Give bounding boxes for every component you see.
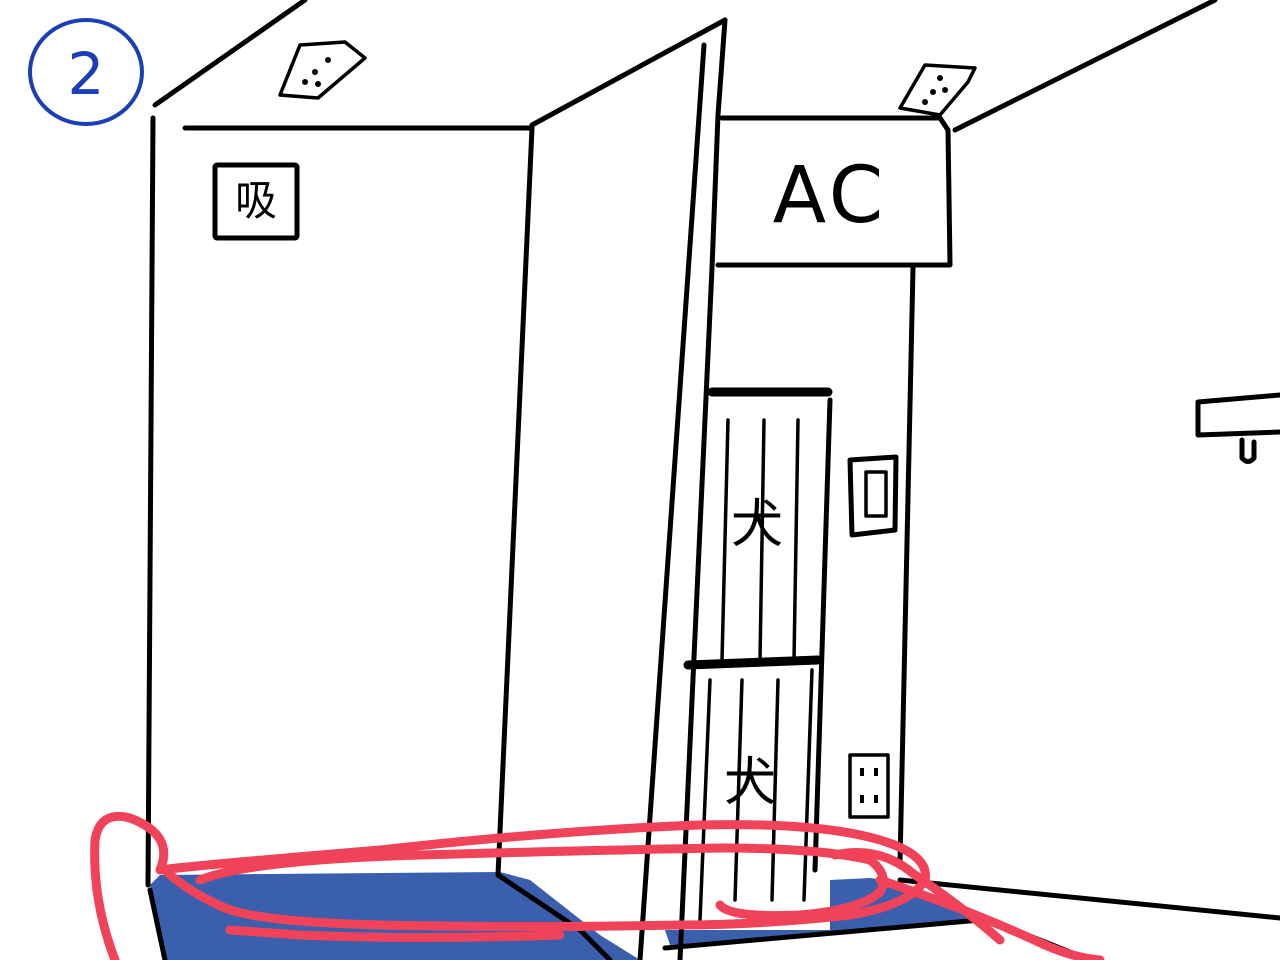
wall-switch-icon: [847, 454, 899, 538]
left-edge: [145, 115, 156, 888]
cabinet-slat: [720, 418, 730, 662]
step-badge-label: 2: [68, 40, 105, 108]
intake-panel-label: 吸: [235, 176, 277, 225]
ceiling-vent-icon: [898, 63, 977, 117]
highlight-left-tail: [225, 925, 565, 942]
cabinet-slat: [792, 418, 800, 662]
ac-sign: AC: [715, 115, 953, 268]
back-wall-right-edge: [897, 265, 916, 865]
wall-outlet-icon: [848, 753, 890, 819]
step-badge-ring: [28, 18, 144, 126]
door-panel: [529, 17, 728, 960]
floor-line-right: [897, 877, 1280, 921]
ceiling-vent-icon: [278, 40, 367, 100]
floor-fill-left: [150, 872, 640, 960]
door-top: [529, 17, 728, 128]
highlight-right-tail: [875, 875, 1105, 960]
wall-lamp-icon: [1195, 392, 1280, 464]
step-badge: 2: [28, 18, 144, 126]
floor-highlight: [90, 811, 1105, 960]
intake-panel: 吸: [212, 162, 300, 241]
floor-line-back: [662, 917, 983, 951]
intake-panel-frame: [212, 162, 300, 241]
highlight-loop-outer: [90, 811, 930, 960]
right-room: [662, 0, 1280, 960]
ac-sign-frame: [715, 115, 953, 268]
ceiling-line-right: [952, 0, 1218, 133]
cabinet-slat: [698, 678, 712, 922]
door-inner-edge: [637, 42, 707, 960]
cabinet-slat: [770, 678, 780, 902]
cabinet-right-edge: [812, 397, 833, 873]
cabinet-slat: [802, 668, 814, 902]
inner-edge: [495, 125, 535, 878]
cabinet-mid-bar: [683, 655, 823, 670]
cabinet: 犬 犬: [683, 387, 833, 922]
floor-edge-left: [147, 887, 168, 960]
highlight-right-sweep: [830, 848, 1005, 945]
left-wall-block: [145, 0, 613, 960]
highlight-loop-inner: [195, 843, 888, 921]
door-panel-upper-label: 犬: [731, 495, 783, 555]
door-outer-edge: [677, 17, 728, 960]
cabinet-slat: [758, 418, 766, 662]
ceiling-line-left: [152, 0, 308, 108]
door-panel-lower-label: 犬: [724, 753, 776, 813]
ac-sign-label: AC: [773, 151, 887, 241]
cabinet-slat: [733, 678, 744, 902]
